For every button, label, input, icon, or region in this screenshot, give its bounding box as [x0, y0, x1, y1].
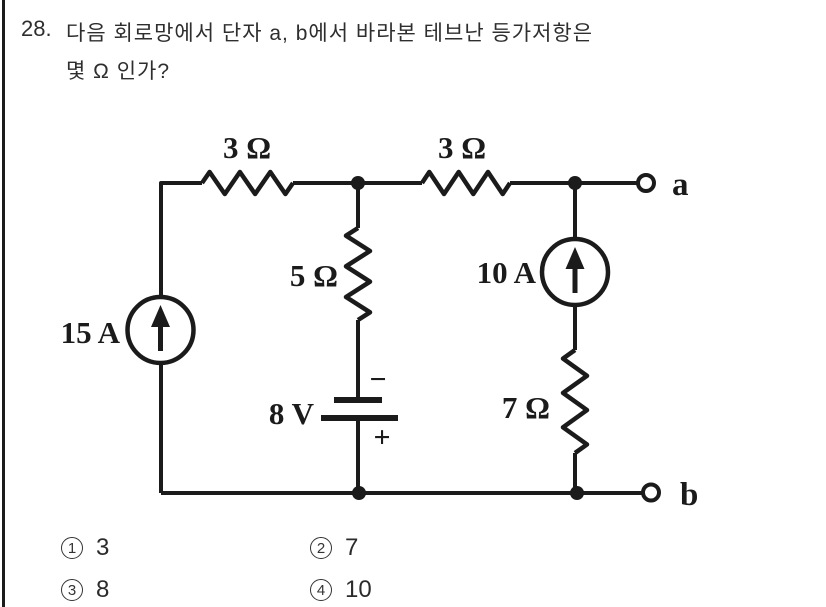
terminal-a-circle: [636, 173, 656, 193]
choice-2-value: 7: [345, 534, 359, 561]
choice-1-value: 3: [96, 534, 110, 561]
question-text-line1: 다음 회로망에서 단자 a, b에서 바라본 테브난 등가저항은: [66, 22, 594, 45]
node-dot-top-middle: [351, 176, 365, 190]
node-dot-bottom-middle: [352, 486, 366, 500]
question-number: 28.: [21, 16, 52, 41]
wire-top-left: [159, 181, 202, 297]
page-divider-line: [2, 0, 5, 607]
label-resistor-7ohm: 7 Ω: [502, 390, 550, 425]
label-current-source-10a: 10 A: [477, 255, 537, 290]
battery-plus-sign: +: [373, 421, 390, 454]
terminal-b-circle: [641, 482, 661, 503]
label-resistor-5ohm: 5 Ω: [290, 258, 338, 293]
current-arrow-head-10a: [565, 247, 585, 269]
choice-4-value: 10: [345, 576, 372, 603]
resistor-3ohm-left: [200, 169, 295, 197]
label-current-source-15a: 15 A: [61, 315, 121, 350]
choice-3-value: 8: [96, 576, 110, 603]
label-terminal-a: a: [672, 167, 689, 203]
question-text-line2: 몇 Ω 인가?: [66, 60, 171, 83]
choice-3-circled-number: 3: [61, 579, 83, 601]
choice-1: 1 3: [61, 534, 110, 561]
choice-4-circled-number: 4: [310, 579, 332, 601]
resistor-3ohm-right: [420, 169, 512, 197]
resistor-7ohm: [560, 348, 590, 455]
choice-2-circled-number: 2: [310, 537, 332, 559]
battery-minus-sign: −: [369, 363, 386, 396]
label-terminal-b: b: [680, 477, 698, 513]
resistor-5ohm: [343, 226, 373, 322]
choice-1-circled-number: 1: [61, 537, 83, 559]
choice-2: 2 7: [310, 534, 359, 561]
choice-4: 4 10: [310, 576, 372, 603]
choice-3: 3 8: [61, 576, 110, 603]
label-resistor-3ohm-left: 3 Ω: [223, 130, 271, 165]
current-arrow-head-15a: [151, 305, 170, 327]
label-resistor-3ohm-right: 3 Ω: [438, 130, 486, 165]
node-dot-top-right: [568, 176, 582, 190]
node-dot-bottom-right: [570, 486, 584, 500]
label-voltage-source-8v: 8 V: [269, 396, 315, 431]
